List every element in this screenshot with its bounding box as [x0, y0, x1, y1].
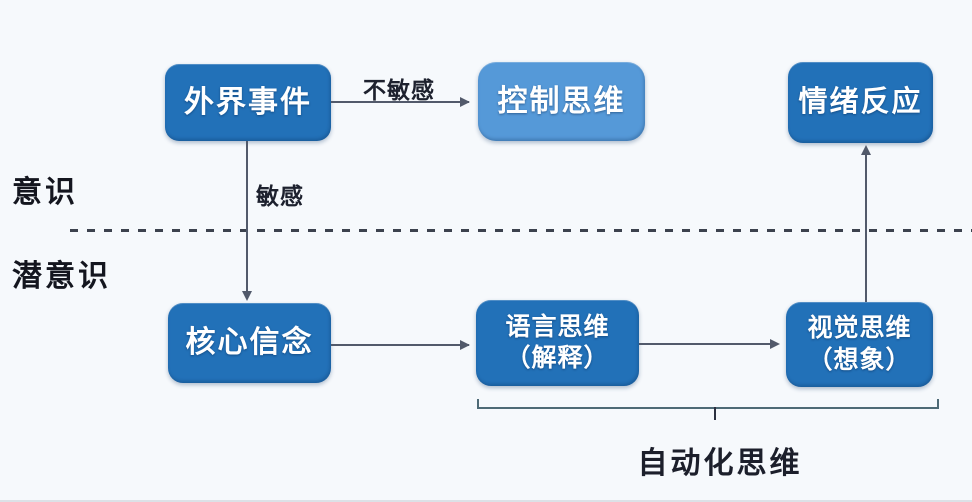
node-visual-thinking: 视觉思维 （想象） — [786, 302, 933, 387]
bracket-right-tick — [937, 399, 939, 409]
bottom-edge-line — [0, 500, 972, 502]
node-emotional-reaction-label: 情绪反应 — [798, 86, 923, 119]
arrow-line — [331, 344, 469, 346]
node-core-belief-label: 核心信念 — [185, 326, 314, 360]
arrow-line — [331, 101, 469, 103]
arrowhead-right-icon — [770, 339, 780, 349]
node-visual-thinking-line2: （想象） — [807, 345, 912, 374]
arrow-line — [246, 141, 248, 294]
edge-label-insensitive: 不敏感 — [363, 77, 435, 103]
node-verbal-thinking-line2: （解释） — [505, 344, 610, 372]
node-controlled-thinking-label: 控制思维 — [497, 84, 626, 118]
node-visual-thinking-line1: 视觉思维 — [807, 314, 912, 343]
conscious-divider-dashed-line — [70, 229, 972, 232]
bracket-left-tick — [477, 399, 479, 409]
bracket-line — [477, 407, 939, 409]
arrowhead-up-icon — [861, 145, 871, 155]
node-emotional-reaction: 情绪反应 — [788, 62, 933, 143]
region-label-conscious: 意识 — [12, 176, 78, 209]
node-external-event-label: 外界事件 — [184, 85, 312, 119]
bracket-middle-tick — [714, 407, 716, 420]
node-external-event: 外界事件 — [165, 64, 331, 141]
node-verbal-thinking-line1: 语言思维 — [505, 312, 610, 341]
node-verbal-thinking: 语言思维 （解释） — [476, 300, 639, 386]
edge-label-sensitive: 敏感 — [256, 183, 304, 209]
arrow-line — [639, 343, 777, 345]
node-controlled-thinking: 控制思维 — [478, 62, 645, 141]
arrowhead-right-icon — [460, 97, 470, 107]
bracket-label-automatic-thinking: 自动化思维 — [637, 447, 803, 480]
region-label-subconscious: 潜意识 — [12, 260, 111, 293]
arrow-line — [865, 152, 867, 302]
arrowhead-right-icon — [460, 340, 470, 350]
arrowhead-down-icon — [242, 291, 252, 301]
node-core-belief: 核心信念 — [168, 303, 331, 383]
